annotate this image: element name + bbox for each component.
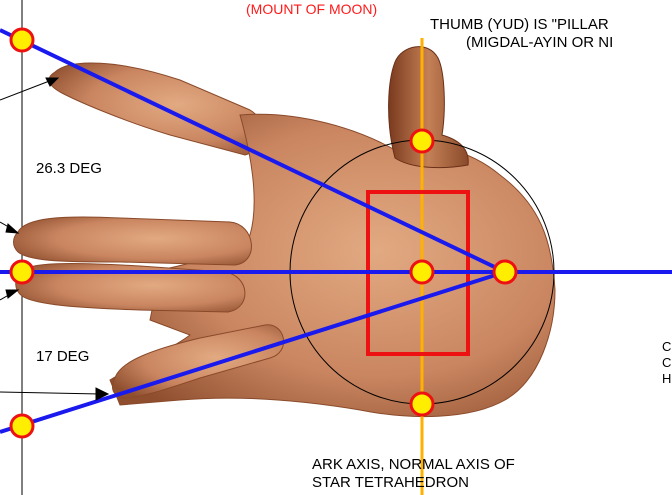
upper-angle-label: 26.3 DEG — [36, 160, 102, 178]
thumb-description-line1: THUMB (YUD) IS "PILLAR — [430, 16, 609, 34]
thumb-description-line2: (MIGDAL-AYIN OR NI — [466, 34, 613, 52]
mount-of-moon-label: (MOUNT OF MOON) — [246, 0, 377, 18]
point-upper-left — [11, 29, 33, 51]
lower-angle-label: 17 DEG — [36, 348, 89, 366]
point-horizontal-left — [11, 261, 33, 283]
ark-axis-label-line2: STAR TETRAHEDRON — [312, 474, 469, 492]
point-bottom — [411, 393, 433, 415]
point-intersection — [494, 261, 516, 283]
ark-axis-label-line1: ARK AXIS, NORMAL AXIS OF — [312, 456, 515, 474]
point-thumb-top — [411, 130, 433, 152]
hand-illustration — [14, 47, 556, 417]
point-lower-left — [11, 415, 33, 437]
point-center — [411, 261, 433, 283]
middle-finger — [14, 217, 252, 265]
right-edge-fragment-3: H — [662, 370, 671, 388]
